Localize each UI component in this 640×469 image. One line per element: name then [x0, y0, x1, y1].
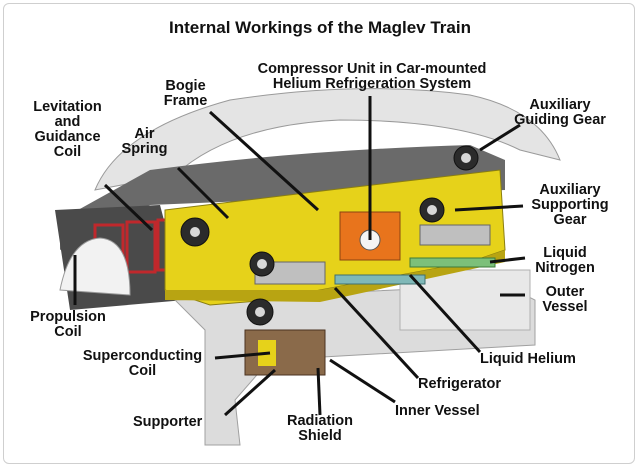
label-levitation-guidance-coil: Levitation and Guidance Coil — [33, 99, 102, 160]
nitrogen-pipe — [409, 257, 496, 268]
label-propulsion-coil: Propulsion Coil — [30, 309, 106, 340]
label-auxiliary-guiding-gear: Auxiliary Guiding Gear — [514, 97, 606, 128]
label-liquid-helium: Liquid Helium — [480, 351, 576, 367]
label-superconducting-coil: Superconducting Coil — [82, 348, 203, 379]
label-refrigerator: Refrigerator — [418, 376, 501, 392]
label-compressor-unit: Compressor Unit in Car-mounted Helium Re… — [257, 61, 487, 92]
diagram-title: Internal Workings of the Maglev Train — [169, 18, 471, 37]
helium-pipe — [334, 274, 426, 285]
label-radiation-shield: Radiation Shield — [286, 413, 354, 444]
label-supporter: Supporter — [133, 414, 203, 430]
machinery-right — [419, 224, 491, 246]
label-auxiliary-supporting-gear: Auxiliary Supporting Gear — [531, 182, 609, 228]
bogie-frame-shade — [165, 250, 505, 302]
wheel-hubs — [190, 153, 471, 317]
image-frame — [3, 3, 635, 464]
label-bogie-frame: Bogie Frame — [163, 78, 208, 109]
outer-vessel-panel — [399, 269, 531, 331]
label-inner-vessel: Inner Vessel — [395, 403, 480, 419]
superconducting-coil-section — [244, 329, 326, 376]
leader-lines — [73, 96, 526, 417]
propulsion-arch — [59, 237, 131, 296]
label-air-spring: Air Spring — [121, 126, 168, 157]
label-liquid-nitrogen: Liquid Nitrogen — [535, 245, 595, 276]
label-outer-vessel: Outer Vessel — [542, 284, 588, 315]
